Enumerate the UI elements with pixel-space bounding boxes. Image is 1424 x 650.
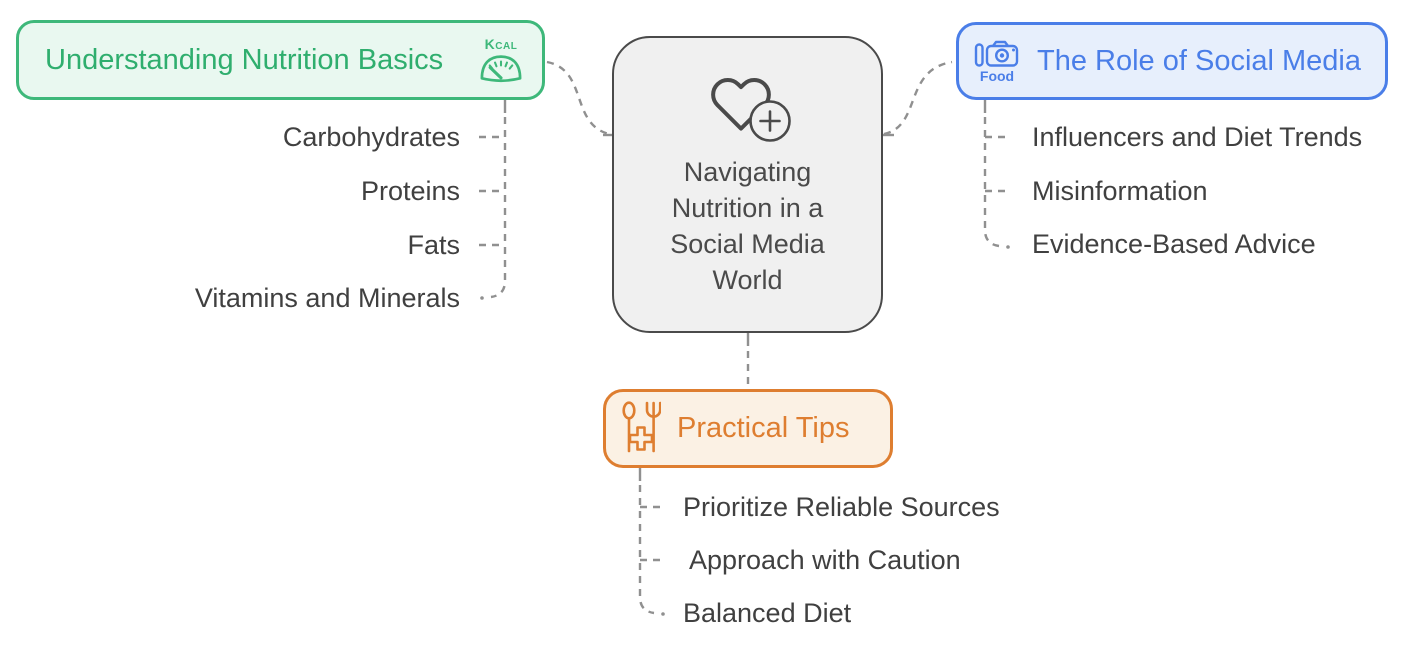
food-camera-icon: Food bbox=[974, 40, 1020, 83]
connector-end-dots bbox=[480, 245, 1010, 616]
subtopic-misinformation[interactable]: Misinformation bbox=[1032, 176, 1208, 206]
subtopic-evidence-based-advice[interactable]: Evidence-Based Advice bbox=[1032, 229, 1316, 259]
subtopic-carbohydrates[interactable]: Carbohydrates bbox=[282, 122, 460, 152]
bottom-branch-connectors bbox=[638, 485, 666, 615]
subtopic-proteins[interactable]: Proteins bbox=[360, 176, 460, 206]
cutlery-cross-icon bbox=[621, 401, 661, 456]
food-icon-text: Food bbox=[979, 67, 1015, 84]
heart-plus-icon bbox=[705, 72, 791, 142]
central-topic-label: Navigating Nutrition in a Social Media W… bbox=[670, 157, 825, 295]
kcal-scale-icon: Kcal bbox=[478, 37, 524, 83]
subtopic-fats[interactable]: Fats bbox=[407, 230, 460, 260]
node-social-media[interactable]: Food The Role of Social Media bbox=[956, 22, 1388, 100]
social-media-label: The Role of Social Media bbox=[1037, 44, 1361, 77]
left-branch-connectors bbox=[479, 117, 507, 299]
node-practical-tips[interactable]: Practical Tips bbox=[603, 389, 893, 468]
right-branch-connectors bbox=[983, 117, 1011, 248]
practical-tips-label: Practical Tips bbox=[677, 412, 850, 444]
subtopic-approach-with-caution[interactable]: Approach with Caution bbox=[689, 545, 961, 575]
subtopic-vitamins-minerals[interactable]: Vitamins and Minerals bbox=[194, 283, 460, 313]
branch-links bbox=[546, 60, 953, 389]
node-central-topic[interactable]: Navigating Nutrition in a Social Media W… bbox=[612, 36, 883, 333]
nutrition-basics-label: Understanding Nutrition Basics bbox=[45, 43, 444, 76]
subtopic-balanced-diet[interactable]: Balanced Diet bbox=[683, 598, 852, 628]
kcal-icon-text: Kcal bbox=[484, 36, 518, 52]
subtopic-influencers-diet-trends[interactable]: Influencers and Diet Trends bbox=[1032, 122, 1363, 152]
subtopic-prioritize-reliable-sources[interactable]: Prioritize Reliable Sources bbox=[683, 492, 1000, 522]
node-nutrition-basics[interactable]: Understanding Nutrition Basics Kcal bbox=[16, 20, 545, 100]
